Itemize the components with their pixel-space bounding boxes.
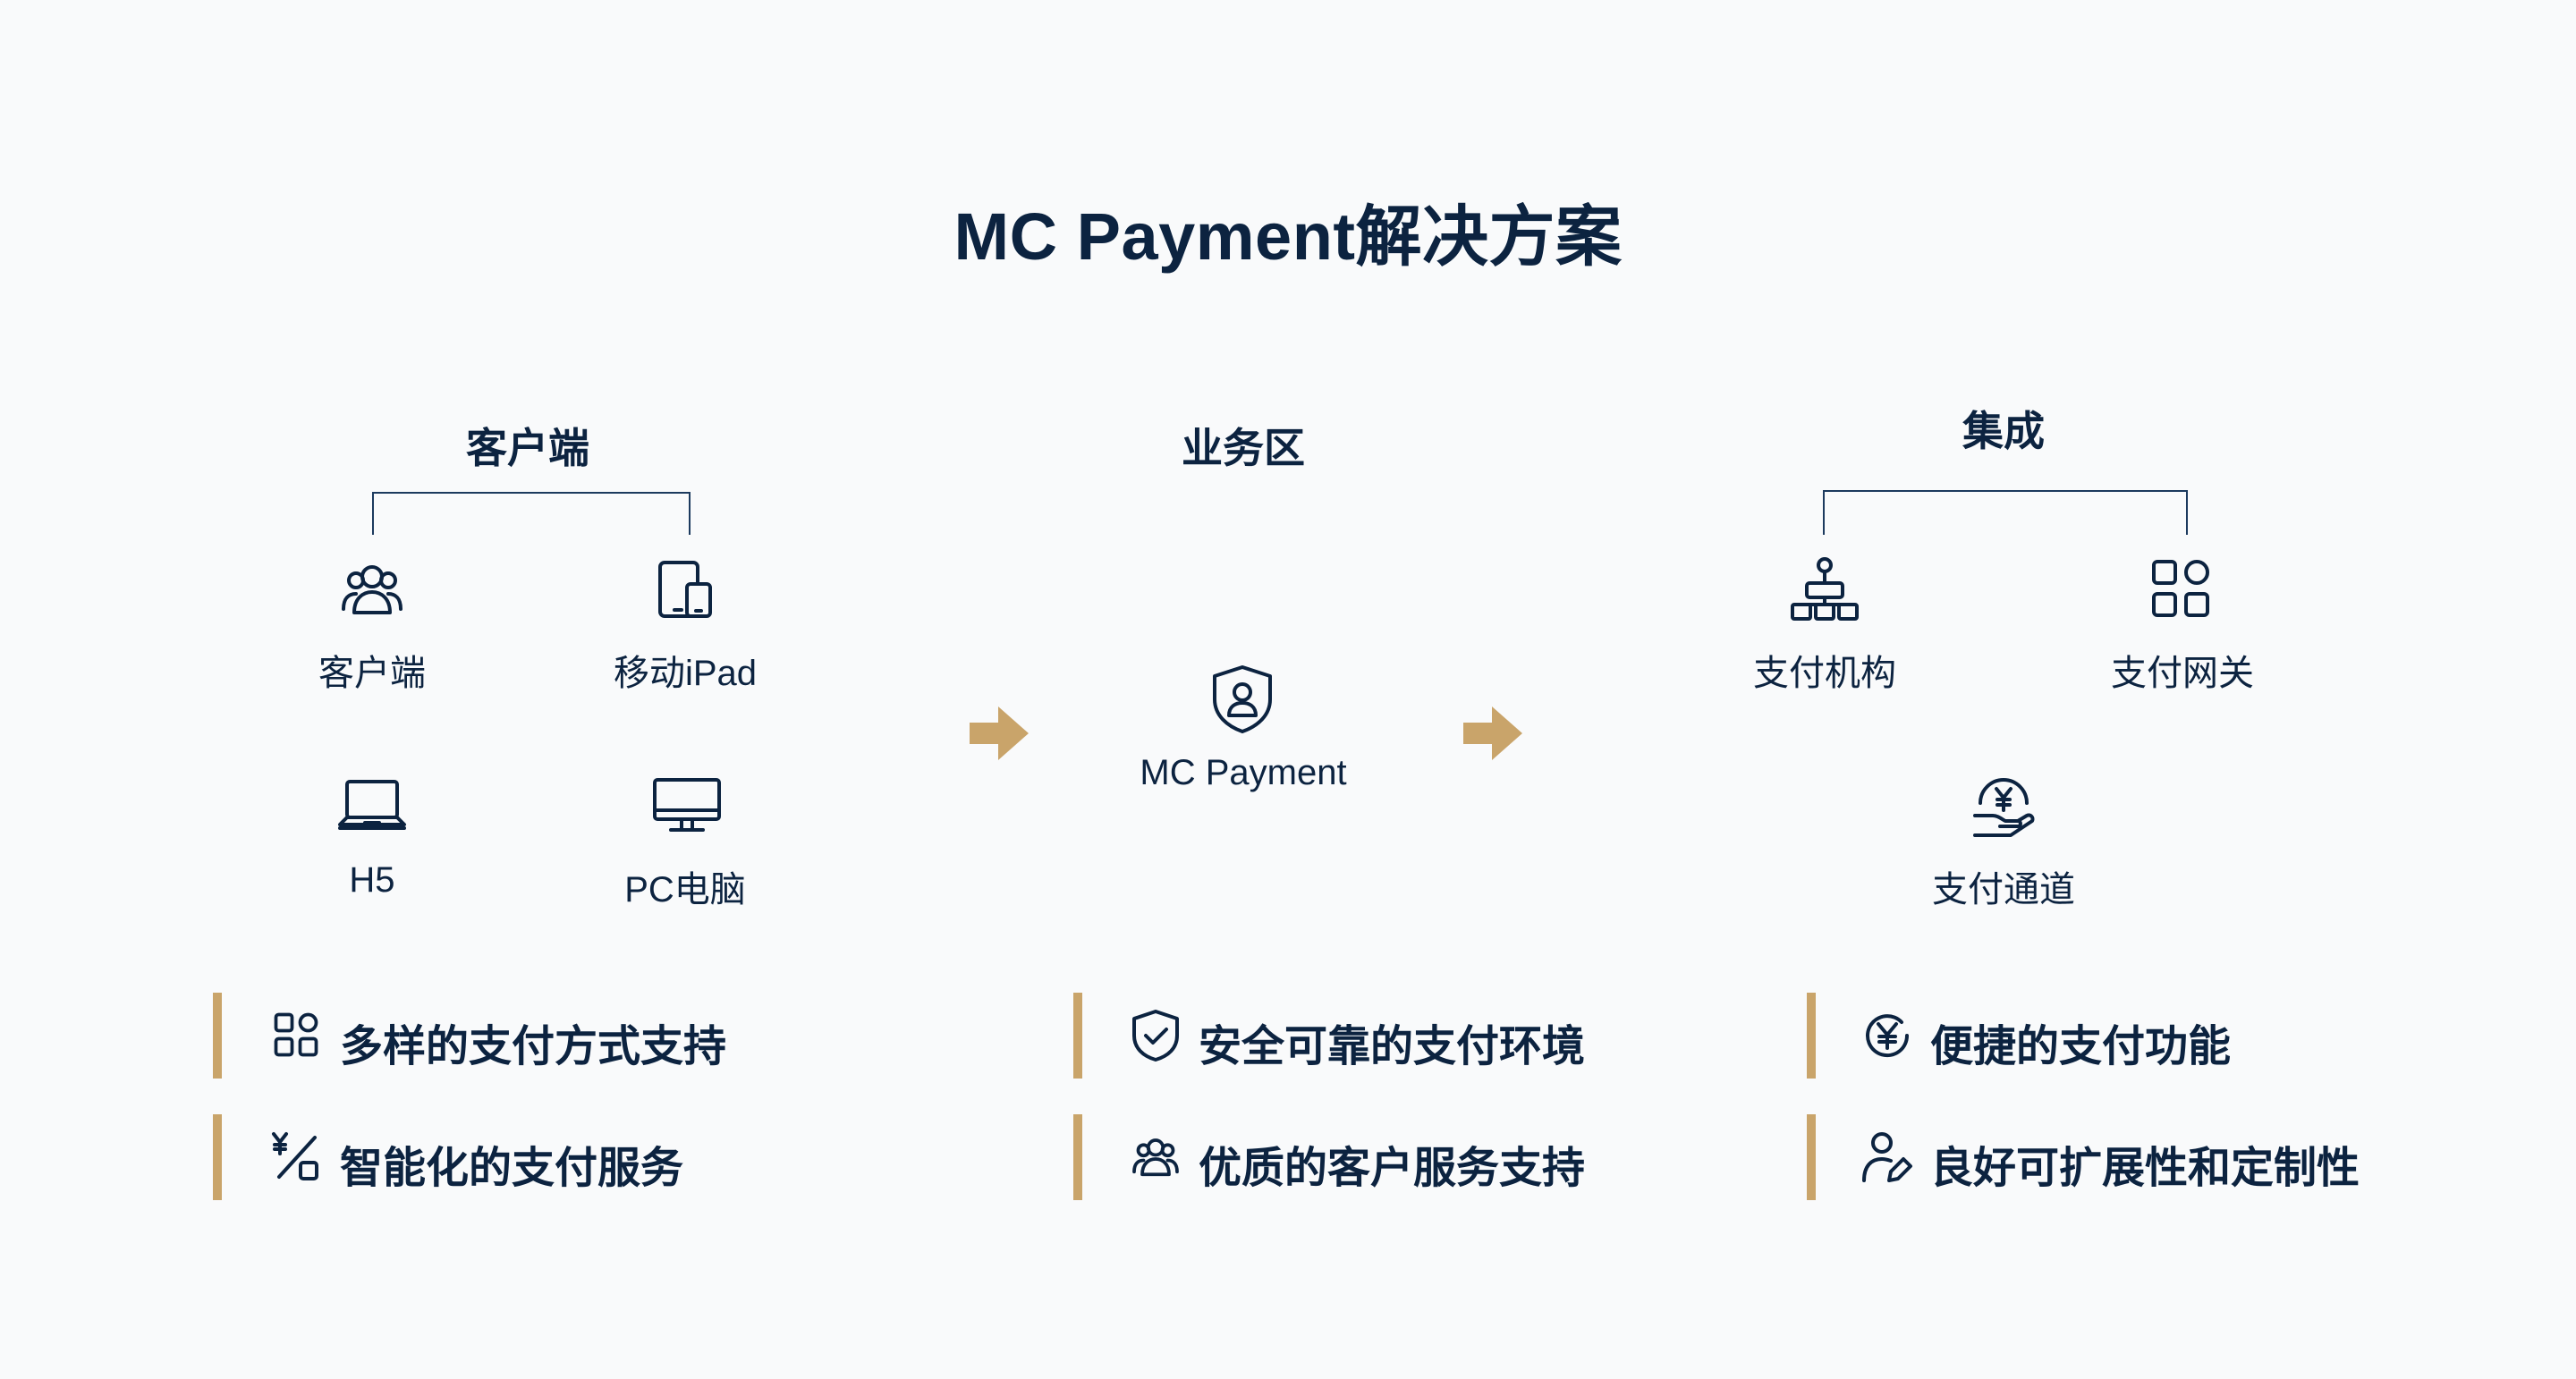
feature-accent-bar — [1073, 1114, 1082, 1200]
integration-bracket — [1823, 490, 2188, 535]
feature-text: 优质的客户服务支持 — [1199, 1145, 1586, 1192]
feature-accent-bar — [1073, 993, 1082, 1079]
feature-text: 智能化的支付服务 — [340, 1145, 684, 1192]
feature-text: 便捷的支付功能 — [1930, 1023, 2232, 1070]
client-section-title: 客户端 — [466, 425, 589, 471]
feature-text: 安全可靠的支付环境 — [1199, 1023, 1586, 1070]
org-chart-icon — [1789, 556, 1860, 622]
monitor-icon — [651, 776, 723, 835]
feature-text: 良好可扩展性和定制性 — [1930, 1145, 2360, 1192]
page-title: MC Payment解决方案 — [953, 199, 1623, 274]
feature-accent-bar — [1807, 993, 1816, 1079]
node-label-mc-payment: MC Payment — [1140, 753, 1347, 792]
node-label-pc: PC电脑 — [624, 870, 746, 909]
grid-apps-icon — [272, 1011, 320, 1059]
shield-check-icon — [1131, 1009, 1181, 1062]
node-label-payment-gateway: 支付网关 — [2111, 654, 2254, 693]
node-label-payment-channel: 支付通道 — [1932, 870, 2075, 909]
users-icon — [336, 559, 408, 618]
client-bracket — [372, 492, 691, 535]
node-label-h5: H5 — [349, 860, 395, 900]
feature-text: 多样的支付方式支持 — [340, 1023, 727, 1070]
node-label-ipad: 移动iPad — [613, 654, 758, 693]
users-icon — [1129, 1134, 1182, 1179]
user-edit-icon — [1860, 1130, 1914, 1184]
shield-user-icon — [1209, 664, 1275, 735]
feature-accent-bar — [1807, 1114, 1816, 1200]
feature-accent-bar — [213, 1114, 222, 1200]
grid-apps-icon — [2148, 556, 2213, 621]
integration-section-title: 集成 — [1962, 408, 2045, 454]
arrow-right-icon — [970, 706, 1029, 760]
tablet-phone-icon — [655, 559, 716, 620]
business-section-title: 业务区 — [1182, 425, 1305, 471]
yen-circle-icon — [1860, 1009, 1914, 1062]
feature-accent-bar — [213, 993, 222, 1079]
hand-yen-icon — [1970, 776, 2038, 841]
yen-percent-icon — [270, 1130, 322, 1182]
node-label-payment-institution: 支付机构 — [1753, 654, 1896, 693]
laptop-icon — [336, 776, 408, 835]
node-label-client: 客户端 — [318, 654, 426, 693]
arrow-right-icon — [1463, 706, 1522, 760]
